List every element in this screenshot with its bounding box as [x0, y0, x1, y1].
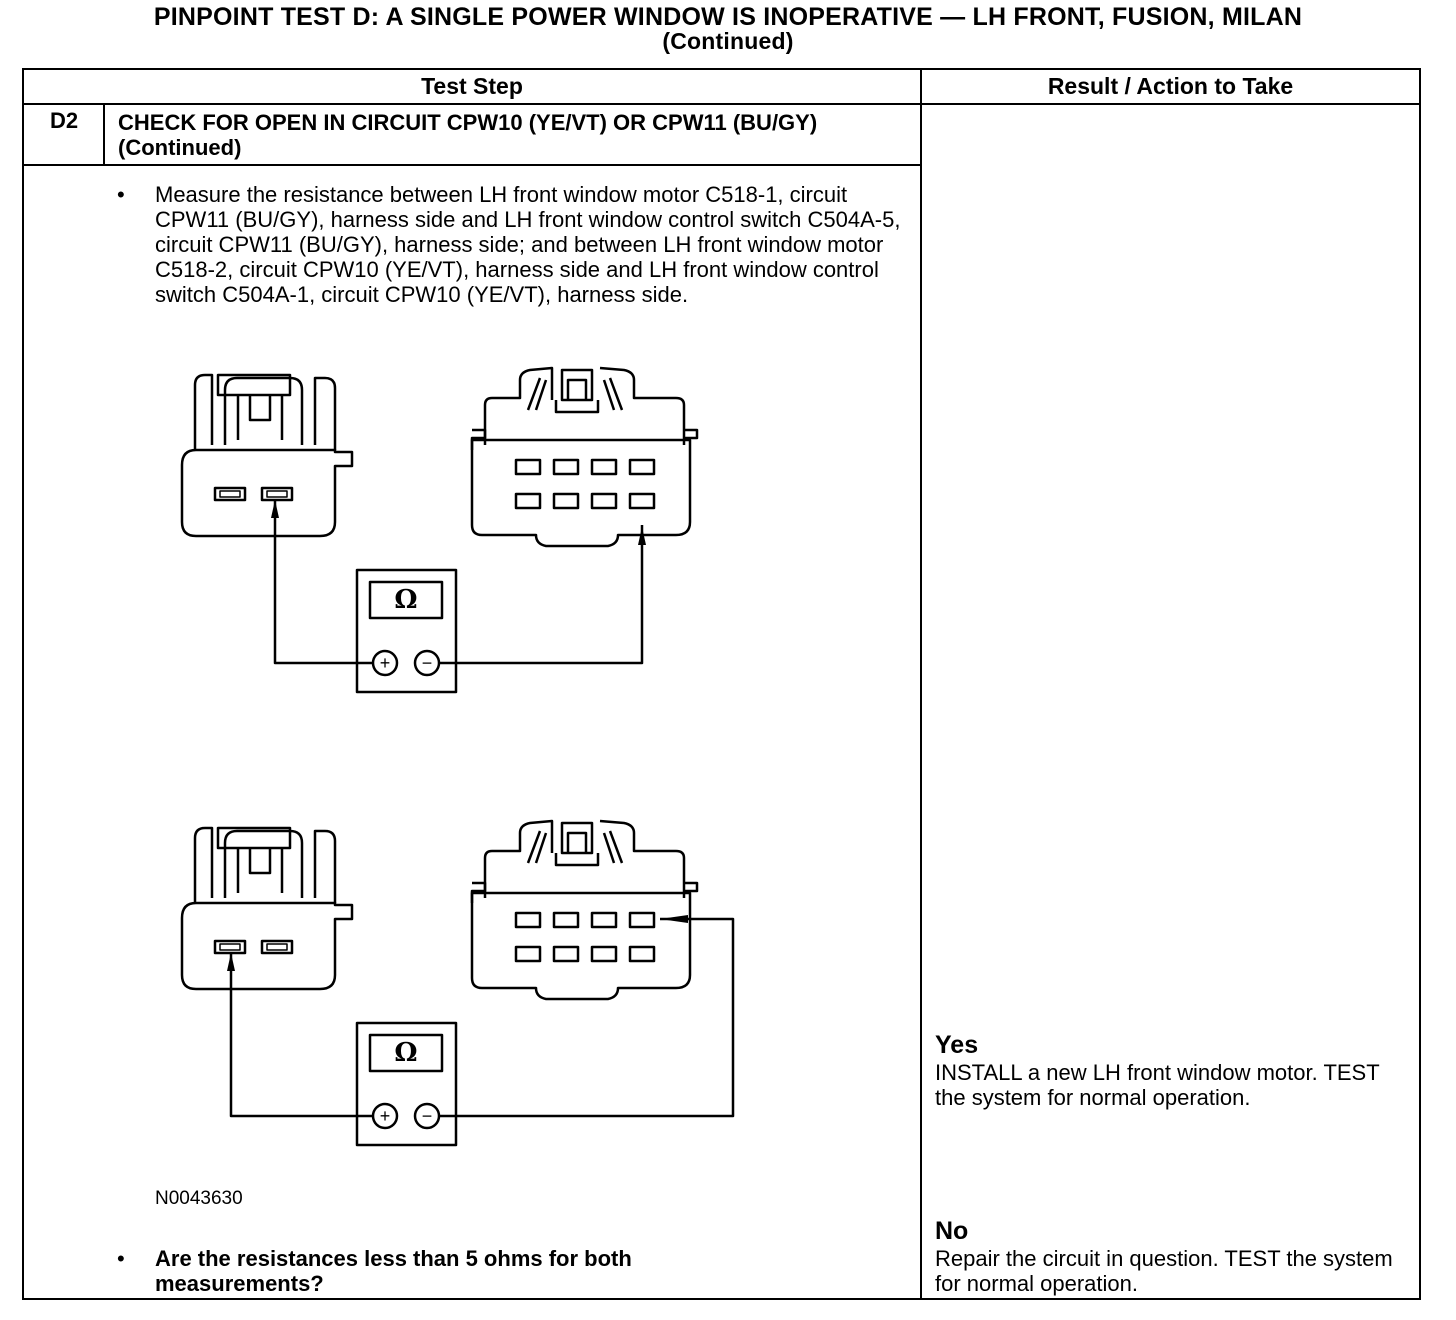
switch-connector-upper [470, 366, 699, 548]
minus-terminal-lower: − [421, 1106, 433, 1126]
title-continued: (Continued) [662, 28, 794, 54]
header-test-step: Test Step [421, 73, 523, 99]
result-yes-label: Yes [935, 1031, 979, 1059]
measurement-instruction: Measure the resistance between LH front … [155, 182, 901, 307]
motor-connector-upper [180, 373, 354, 538]
step-title: CHECK FOR OPEN IN CIRCUIT CPW10 (YE/VT) … [118, 110, 818, 160]
result-yes-action: INSTALL a new LH front window motor. TES… [935, 1060, 1380, 1110]
ohm-symbol-lower: Ω [394, 1038, 418, 1068]
figure-id: N0043630 [155, 1188, 243, 1209]
result-no-action: Repair the circuit in question. TEST the… [935, 1246, 1393, 1296]
bullet-marker: • [117, 182, 125, 207]
bullet-marker: • [117, 1246, 125, 1271]
title-main: PINPOINT TEST D: A SINGLE POWER WINDOW I… [153, 3, 1303, 31]
column-divider [920, 70, 922, 1298]
step-id-divider [103, 105, 105, 165]
ohmmeter-lower [355, 1021, 458, 1147]
page-title: PINPOINT TEST D: A SINGLE POWER WINDOW I… [0, 4, 1456, 53]
motor-connector-lower [180, 826, 354, 991]
header-result: Result / Action to Take [1047, 73, 1294, 99]
result-no-label: No [935, 1217, 969, 1245]
step-title-rule [24, 164, 921, 166]
ohm-symbol-upper: Ω [394, 585, 418, 615]
step-question: Are the resistances less than 5 ohms for… [155, 1246, 632, 1296]
plus-terminal-lower: + [379, 1106, 391, 1126]
plus-terminal-upper: + [379, 653, 391, 673]
step-id: D2 [49, 108, 79, 133]
header-rule [24, 103, 1420, 105]
test-table [22, 68, 1421, 1300]
switch-connector-lower [470, 819, 699, 1001]
minus-terminal-upper: − [421, 653, 433, 673]
